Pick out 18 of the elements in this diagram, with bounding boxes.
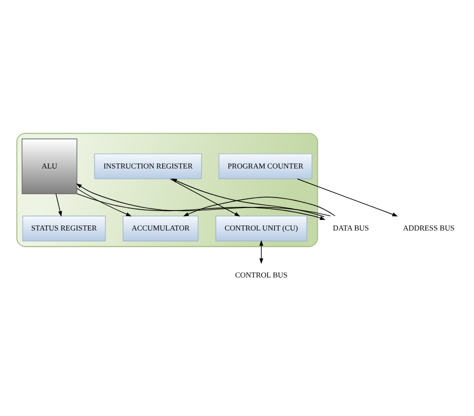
node-box: ACCUMULATOR (122, 216, 198, 242)
arrow (296, 178, 398, 216)
arrow (76, 188, 132, 216)
arrow (76, 183, 331, 216)
arrow (170, 178, 240, 216)
arrow (56, 194, 62, 217)
arrow (259, 240, 264, 264)
node-text: DATA BUS (332, 223, 369, 232)
node-box: CONTROL UNIT (CU) (215, 216, 308, 242)
node-text: ADDRESS BUS (402, 223, 454, 232)
node-box: ALU (22, 138, 78, 194)
node-box: PROGRAM COUNTER (218, 153, 312, 180)
node-box: STATUS REGISTER (22, 216, 106, 242)
arrow (171, 178, 325, 218)
arrow (183, 196, 336, 216)
arrow (76, 193, 326, 220)
node-box: INSTRUCTION REGISTER (94, 153, 202, 180)
node-text: CONTROL BUS (235, 270, 288, 280)
